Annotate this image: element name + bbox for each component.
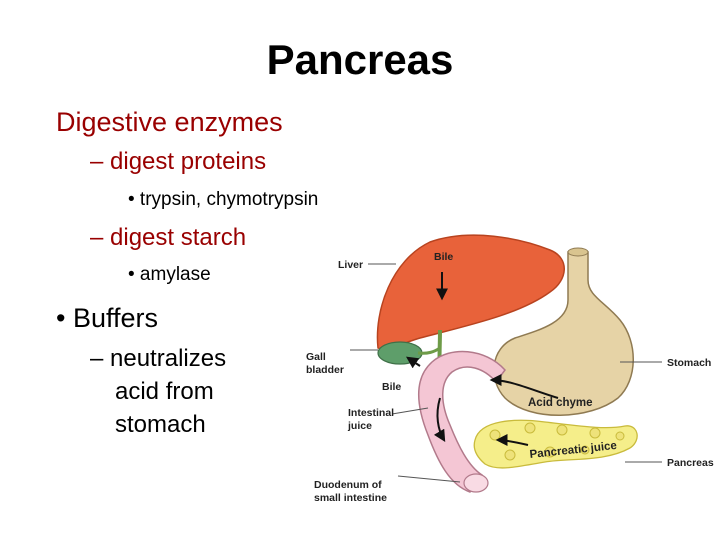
label-stomach: Stomach <box>667 357 711 369</box>
liver-shape <box>376 234 565 350</box>
stomach-shape <box>493 251 634 416</box>
digestive-anatomy-figure: Liver Bile Gall bladder Bile Stomach Aci… <box>306 234 714 504</box>
bullet-buffers: • Buffers <box>56 303 159 333</box>
duodenum-shape <box>418 350 506 493</box>
bullet-digest-starch: – digest starch <box>90 224 247 251</box>
label-bile-mid: Bile <box>382 381 401 393</box>
label-liver: Liver <box>338 259 363 271</box>
slide-title: Pancreas <box>266 36 454 83</box>
label-bile-top: Bile <box>434 251 453 263</box>
bullet-neutralizes-line3: stomach <box>115 411 206 438</box>
label-gall: Gall <box>306 351 326 363</box>
bullet-neutralizes-line2: acid from <box>115 378 214 405</box>
label-bladder: bladder <box>306 364 344 376</box>
label-duodenum: Duodenum of <box>314 479 382 491</box>
label-pancreas: Pancreas <box>667 457 714 469</box>
bullet-trypsin: • trypsin, chymotrypsin <box>128 189 319 210</box>
acid-chyme-arrow <box>489 374 559 399</box>
bullet-amylase: • amylase <box>128 264 211 285</box>
bullet-neutralizes: – neutralizes <box>90 345 227 372</box>
label-small-intestine: small intestine <box>314 492 387 504</box>
pancreatic-juice-arrow <box>495 434 529 447</box>
gallbladder-shape <box>377 341 423 365</box>
bile-arrow-to-duodenum <box>406 356 421 369</box>
label-juice: juice <box>347 420 372 432</box>
label-intestinal: Intestinal <box>348 407 394 419</box>
bullet-digest-proteins: – digest proteins <box>90 148 267 175</box>
bullet-digestive-enzymes: Digestive enzymes <box>56 107 283 137</box>
intestinal-juice-arrow <box>433 397 446 443</box>
label-acid-chyme: Acid chyme <box>528 397 593 409</box>
